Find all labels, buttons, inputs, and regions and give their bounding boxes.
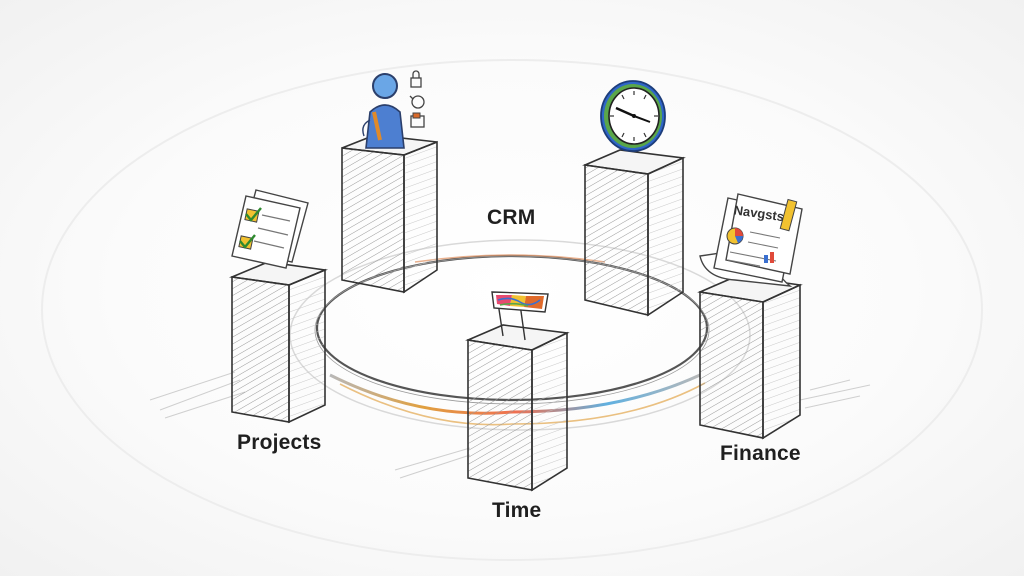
checklist-document-icon (231, 189, 309, 269)
time-label: Time (492, 499, 542, 522)
pillar-finance (697, 275, 803, 440)
pillar-time (465, 324, 570, 492)
flag-chart-icon (491, 291, 549, 341)
finance-label: Finance (720, 442, 801, 465)
projects-label: Projects (237, 431, 322, 454)
invoice-title: Navgsts (733, 202, 785, 224)
pillar-projects (228, 261, 329, 424)
person-with-tools-icon (362, 70, 425, 149)
crm-label: CRM (487, 206, 536, 229)
background-sketch-ring (41, 59, 983, 561)
pillar-clock (582, 149, 686, 317)
clock-icon (600, 80, 666, 152)
invoice-report-icon: Navgsts (699, 193, 803, 287)
pillar-people (341, 134, 438, 294)
